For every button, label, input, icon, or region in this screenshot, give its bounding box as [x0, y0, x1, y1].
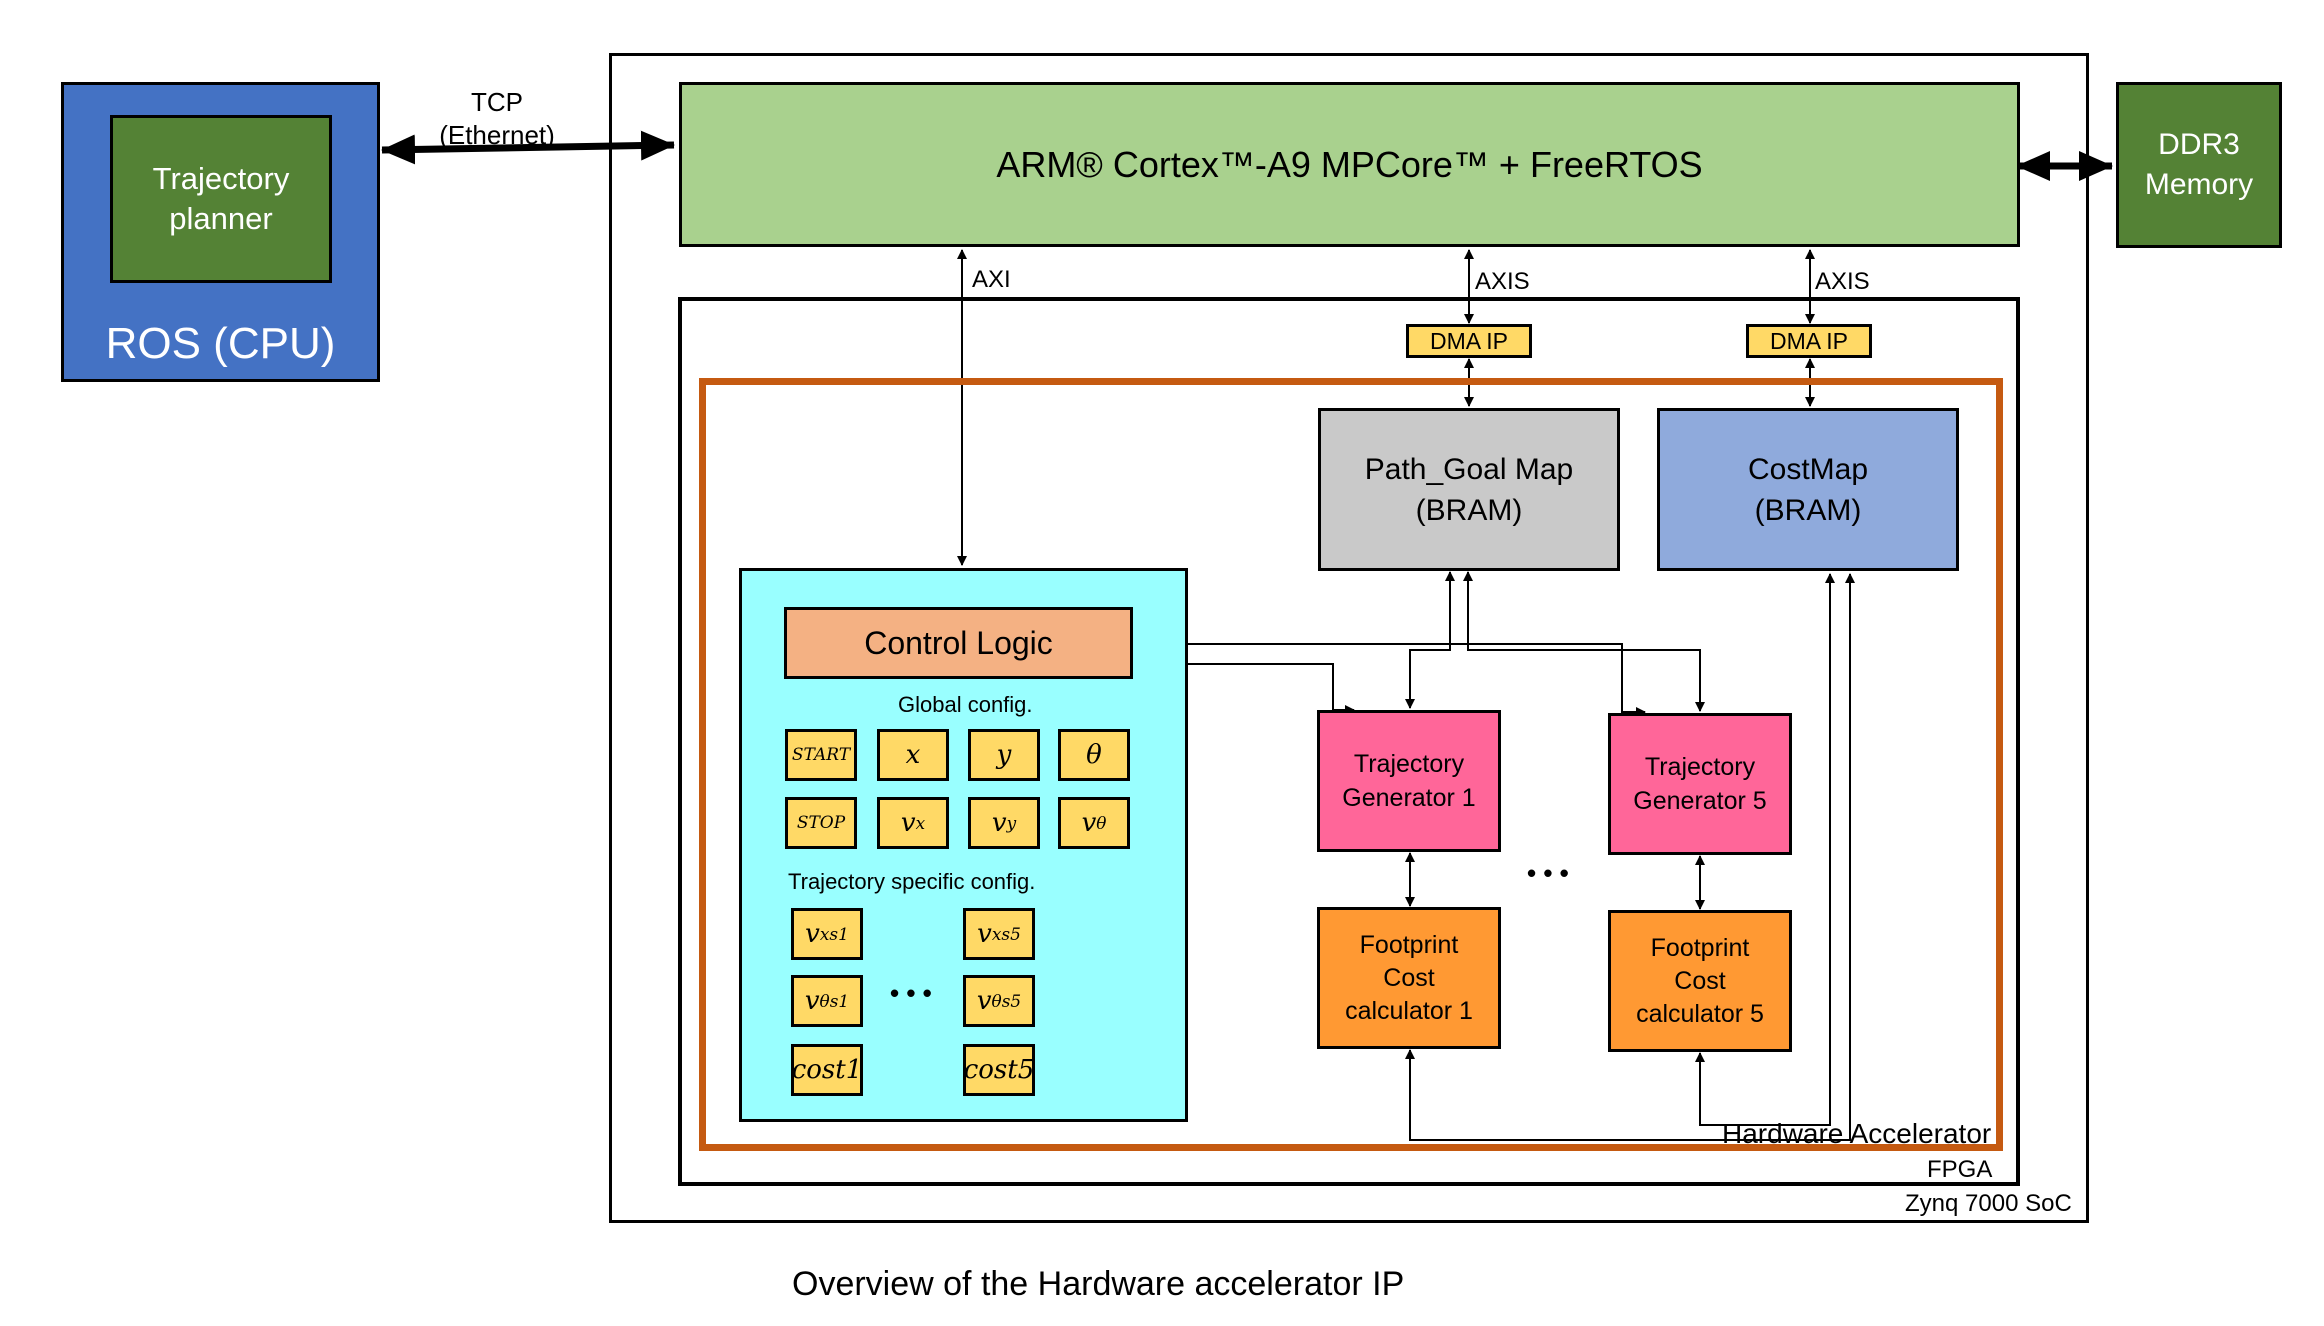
config-start: START: [785, 729, 857, 781]
config-stop: STOP: [785, 797, 857, 849]
trajectory-generator-1: Trajectory Generator 1: [1317, 710, 1501, 852]
config-cost5: cost5: [963, 1044, 1035, 1096]
fp1-line1: Footprint: [1359, 930, 1459, 959]
dma-ip-left: DMA IP: [1406, 324, 1532, 358]
tg1-line2: Generator 1: [1342, 784, 1476, 812]
tg1-line1: Trajectory: [1353, 750, 1465, 778]
config-cost1: cost1: [791, 1044, 863, 1096]
traj-config-label: Trajectory specific config.: [788, 869, 1036, 894]
dma-ip-right: DMA IP: [1746, 324, 1872, 358]
axis-right-label: AXIS: [1815, 268, 1870, 295]
ddr-label-line1: DDR3: [2158, 128, 2240, 161]
fpga-label: FPGA: [1927, 1156, 1993, 1183]
planner-label-line2: planner: [169, 201, 273, 236]
path-goal-line2: (BRAM): [1415, 493, 1523, 527]
hardware-accelerator-container: [699, 378, 2003, 1151]
zynq-soc-container: [609, 53, 2089, 1223]
fp5-line3: calculator 5: [1636, 999, 1764, 1028]
costmap-line2: (BRAM): [1754, 493, 1862, 527]
ddr-label-line2: Memory: [2144, 168, 2254, 201]
ddr3-memory-block: DDR3 Memory: [2116, 82, 2282, 248]
control-logic-block: Control Logic: [784, 607, 1133, 679]
fp1-line3: calculator 1: [1345, 996, 1473, 1025]
control-logic-label: Control Logic: [864, 624, 1053, 661]
path-goal-line1: Path_Goal Map: [1364, 452, 1574, 486]
tcp-label-line2: (Ethernet): [439, 120, 555, 150]
costmap-line1: CostMap: [1747, 452, 1869, 486]
arm-cortex-block: ARM® Cortex™-A9 MPCore™ + FreeRTOS: [679, 82, 2020, 247]
footprint-cost-calculator-1: Footprint Cost calculator 1: [1317, 907, 1501, 1049]
tg5-line2: Generator 5: [1633, 787, 1767, 815]
trajectory-planner-block: Trajectory planner: [110, 115, 332, 283]
axis-left-label: AXIS: [1475, 268, 1530, 295]
config-y: y: [968, 729, 1040, 781]
costmap-to-fp1-arrow: [1405, 573, 1855, 1141]
generators-ellipsis: • • •: [1527, 858, 1569, 888]
config-ellipsis: • • •: [890, 978, 932, 1008]
hw-accel-label: Hardware Accelerator: [1722, 1118, 1992, 1149]
config-theta: θ: [1058, 729, 1130, 781]
tg5-line1: Trajectory: [1644, 753, 1756, 781]
soc-label: Zynq 7000 SoC: [1905, 1190, 2072, 1217]
global-config-label: Global config.: [898, 692, 1033, 717]
fp5-line1: Footprint: [1650, 933, 1750, 962]
footprint-cost-calculator-5: Footprint Cost calculator 5: [1608, 910, 1792, 1052]
path-goal-map-block: Path_Goal Map (BRAM): [1318, 408, 1620, 571]
fp5-line2: Cost: [1674, 966, 1726, 995]
costmap-block: CostMap (BRAM): [1657, 408, 1959, 571]
ros-title: ROS (CPU): [105, 319, 336, 368]
costmap-to-fp5-arrow: [1695, 573, 1835, 1126]
config-x: x: [877, 729, 949, 781]
planner-label-line1: Trajectory: [152, 161, 290, 196]
axi-label: AXI: [972, 266, 1011, 293]
tcp-label: TCP (Ethernet): [432, 86, 562, 152]
tcp-label-line1: TCP: [471, 87, 523, 117]
arm-title: ARM® Cortex™-A9 MPCore™ + FreeRTOS: [996, 143, 1703, 185]
trajectory-generator-5: Trajectory Generator 5: [1608, 713, 1792, 855]
fp1-line2: Cost: [1383, 963, 1435, 992]
figure-caption: Overview of the Hardware accelerator IP: [792, 1265, 1405, 1303]
fpga-container: [678, 297, 2020, 1186]
tcp-link-arrow: [381, 130, 675, 165]
